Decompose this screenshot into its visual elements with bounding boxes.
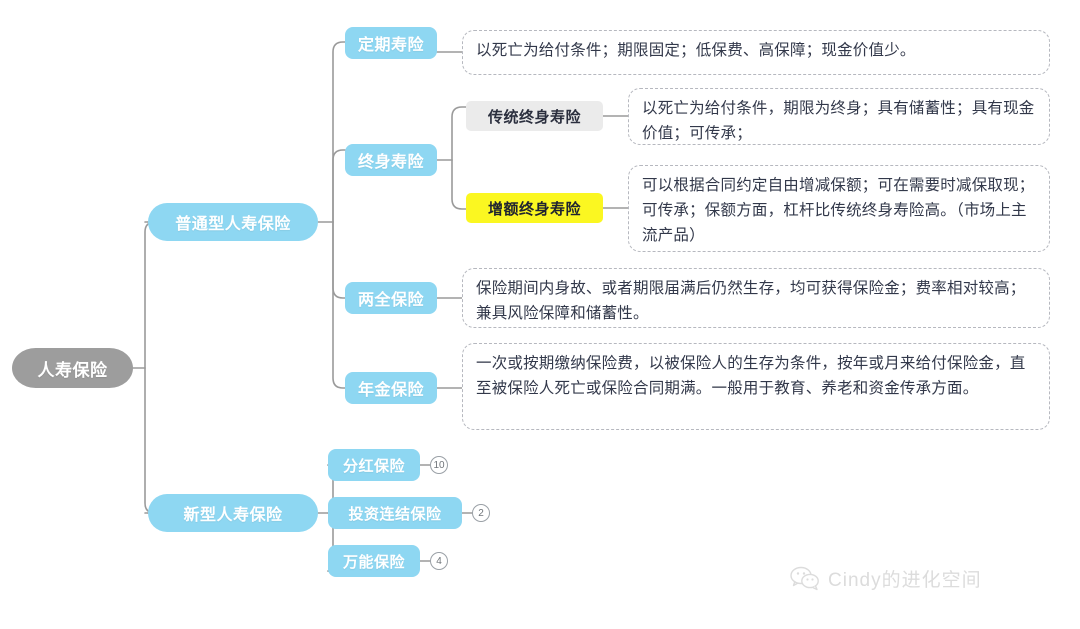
desc-text: 以死亡为给付条件，期限为终身；具有储蓄性；具有现金价值；可传承； [642, 100, 1035, 142]
root-node-label: 人寿保险 [37, 360, 108, 380]
badge-unit-linked: 2 [472, 504, 490, 522]
watermark: Cindy的进化空间 [790, 565, 982, 592]
wechat-icon [790, 566, 819, 591]
badge-value: 4 [436, 555, 442, 567]
branch-node-new-life[interactable]: 新型人寿保险 [148, 494, 318, 532]
node-label: 两全保险 [357, 292, 424, 309]
desc-text: 可以根据合同约定自由增减保额；可在需要时减保取现；可传承；保额方面，杠杆比传统终… [642, 177, 1035, 244]
node-unit-linked[interactable]: 投资连结保险 [328, 497, 462, 529]
node-participating[interactable]: 分红保险 [328, 449, 420, 481]
badge-universal: 4 [430, 552, 448, 570]
branch-label: 普通型人寿保险 [175, 216, 291, 233]
node-annuity[interactable]: 年金保险 [345, 372, 437, 404]
node-label: 终身寿险 [357, 154, 424, 171]
node-universal[interactable]: 万能保险 [328, 545, 420, 577]
desc-term-life: 以死亡为给付条件；期限固定；低保费、高保障；现金价值少。 [462, 30, 1050, 75]
branch-node-ordinary-life[interactable]: 普通型人寿保险 [148, 203, 318, 241]
badge-value: 10 [433, 459, 445, 471]
desc-endowment: 保险期间内身故、或者期限届满后仍然生存，均可获得保险金；费率相对较高；兼具风险保… [462, 268, 1050, 328]
desc-traditional-whole-life: 以死亡为给付条件，期限为终身；具有储蓄性；具有现金价值；可传承； [628, 88, 1050, 145]
chip-label: 增额终身寿险 [487, 200, 581, 218]
node-label: 投资连结保险 [348, 505, 442, 523]
node-label: 分红保险 [342, 457, 405, 475]
desc-annuity: 一次或按期缴纳保险费，以被保险人的生存为条件，按年或月来给付保险金，直至被保险人… [462, 343, 1050, 430]
node-label: 定期寿险 [357, 37, 424, 54]
node-term-life[interactable]: 定期寿险 [345, 27, 437, 59]
desc-increasing-whole-life: 可以根据合同约定自由增减保额；可在需要时减保取现；可传承；保额方面，杠杆比传统终… [628, 165, 1050, 252]
watermark-text: Cindy的进化空间 [828, 570, 982, 591]
branch-label: 新型人寿保险 [183, 507, 283, 524]
chip-traditional-whole-life[interactable]: 传统终身寿险 [466, 101, 603, 131]
node-label: 年金保险 [357, 382, 424, 399]
desc-text: 一次或按期缴纳保险费，以被保险人的生存为条件，按年或月来给付保险金，直至被保险人… [476, 355, 1026, 397]
root-node[interactable]: 人寿保险 [12, 348, 133, 388]
chip-label: 传统终身寿险 [487, 108, 581, 126]
node-endowment[interactable]: 两全保险 [345, 282, 437, 314]
desc-text: 以死亡为给付条件；期限固定；低保费、高保障；现金价值少。 [476, 42, 916, 59]
chip-increasing-whole-life[interactable]: 增额终身寿险 [466, 193, 603, 223]
node-whole-life[interactable]: 终身寿险 [345, 144, 437, 176]
badge-participating: 10 [430, 456, 448, 474]
node-label: 万能保险 [342, 553, 405, 571]
desc-text: 保险期间内身故、或者期限届满后仍然生存，均可获得保险金；费率相对较高；兼具风险保… [476, 280, 1026, 322]
badge-value: 2 [478, 507, 484, 519]
